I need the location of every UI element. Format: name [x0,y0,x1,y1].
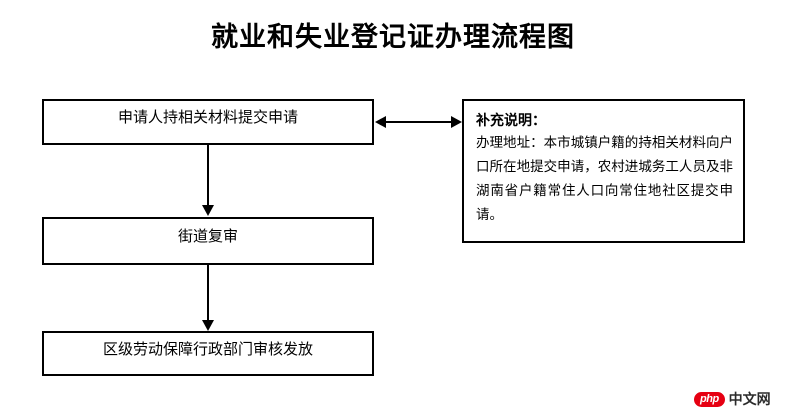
supplementary-note-box: 补充说明： 办理地址：本市城镇户籍的持相关材料向户口所在地提交申请，农村进城务工… [462,99,745,243]
note-heading: 补充说明： [476,112,546,128]
page-title: 就业和失业登记证办理流程图 [211,22,575,52]
connector-line [384,121,454,123]
flow-node-apply[interactable]: 申请人持相关材料提交申请 [42,99,374,145]
note-body: 办理地址：本市城镇户籍的持相关材料向户口所在地提交申请，农村进城务工人员及非湖南… [476,135,733,222]
connector-line [207,145,209,207]
arrow-left-icon [375,116,386,128]
flow-node-apply-label: 申请人持相关材料提交申请 [117,109,298,126]
flow-node-review[interactable]: 街道复审 [42,217,374,265]
arrow-down-icon [202,320,214,331]
flow-node-issue[interactable]: 区级劳动保障行政部门审核发放 [42,331,374,376]
connector-line [207,265,209,322]
flow-node-review-label: 街道复审 [177,228,238,245]
flow-node-issue-label: 区级劳动保障行政部门审核发放 [102,341,313,358]
watermark-label: 中文网 [728,391,771,407]
arrow-down-icon [202,205,214,216]
watermark: php 中文网 [694,391,771,407]
php-logo-icon: php [694,391,725,407]
arrow-right-icon [451,116,462,128]
